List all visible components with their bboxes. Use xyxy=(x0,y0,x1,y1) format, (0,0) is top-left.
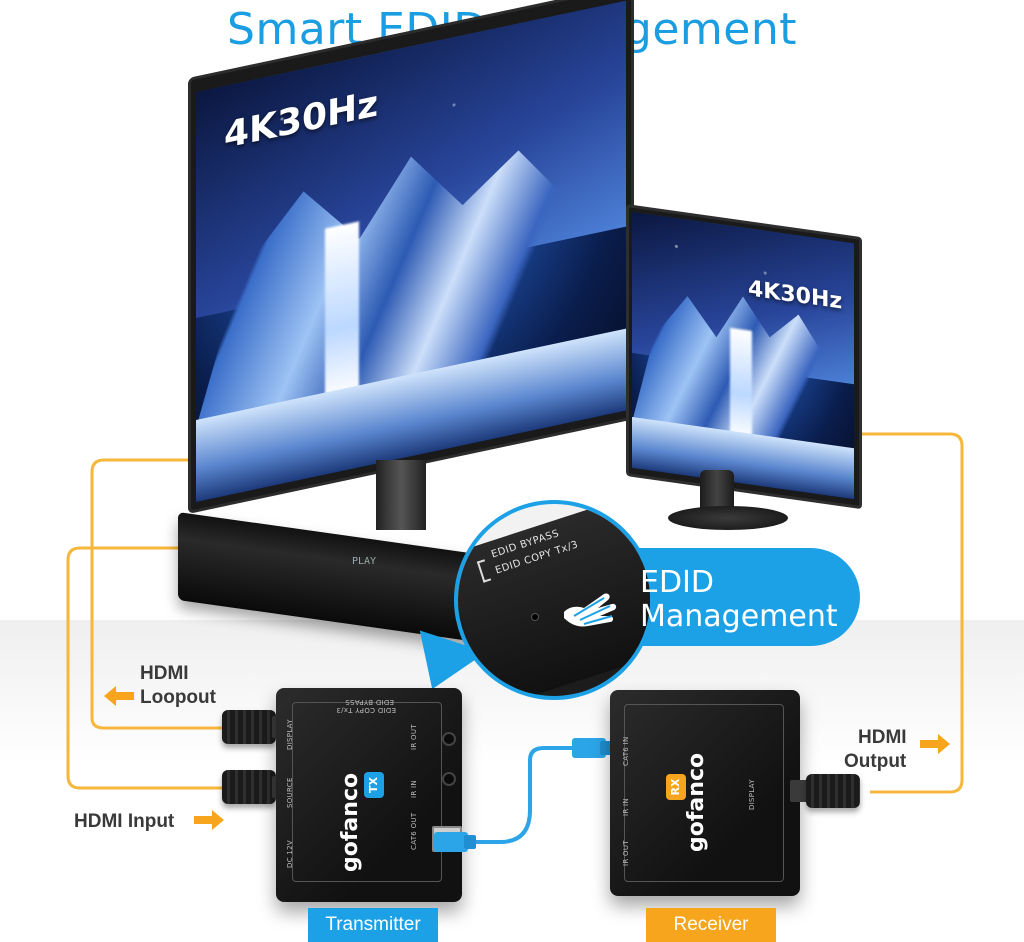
arrow-left-icon xyxy=(104,686,134,706)
finger-pointing-icon xyxy=(564,593,617,627)
hdmi-input-plug xyxy=(222,770,276,804)
callout-title: EDID Management xyxy=(640,566,838,634)
rx-port-ir-out: IR OUT xyxy=(622,840,630,866)
tx-port-source: SOURCE xyxy=(286,777,294,808)
tx-port-dc: DC 12V xyxy=(286,840,294,868)
callout-title-line2: Management xyxy=(640,599,838,634)
secondary-monitor-base xyxy=(668,506,788,530)
tx-ir-in-jack xyxy=(442,772,456,786)
tx-cat6-plug xyxy=(434,832,468,852)
rx-brand: gofanco xyxy=(684,752,709,852)
receiver-tag: Receiver xyxy=(646,908,776,942)
hdmi-input-label: HDMI Input xyxy=(74,811,175,832)
rx-port-display: DISPLAY xyxy=(748,779,756,810)
source-cable xyxy=(66,546,222,790)
tx-port-ir-out: IR OUT xyxy=(410,724,418,750)
transmitter-tag: Transmitter xyxy=(308,908,438,942)
hdmi-loopout-label: HDMI Loopout xyxy=(140,663,216,708)
cat6-cable xyxy=(466,746,580,844)
tx-switch-label-bypass: EDID BYPASS xyxy=(345,698,394,706)
media-player-display: PLAY xyxy=(352,556,377,567)
main-monitor-stand xyxy=(376,460,426,530)
rx-cat6-plug xyxy=(572,738,606,758)
rx-badge: RX xyxy=(666,774,686,800)
tx-port-display: DISPLAY xyxy=(286,719,294,750)
tx-port-cat6-out: CAT6 OUT xyxy=(410,812,418,850)
tx-brand: gofanco xyxy=(338,772,363,872)
output-cable xyxy=(858,432,964,794)
callout-title-line1: EDID xyxy=(640,565,715,600)
tx-port-ir-in: IR IN xyxy=(410,780,418,798)
arrow-right-icon xyxy=(920,734,950,754)
loopout-cable xyxy=(90,458,222,730)
hdmi-output-label: HDMI Output xyxy=(844,727,907,772)
callout-zoom xyxy=(458,504,650,696)
secondary-monitor-screen: 4K30Hz xyxy=(632,212,854,500)
waterfall xyxy=(729,328,752,439)
tx-badge: TX xyxy=(364,772,384,798)
edid-switch-hole xyxy=(532,614,538,620)
hdmi-loopout-plug xyxy=(222,710,276,744)
receiver-device: CAT6 IN IR IN IR OUT DISPLAY gofanco RX xyxy=(610,690,800,896)
arrow-right-icon xyxy=(194,810,224,830)
tx-ir-out-jack xyxy=(442,732,456,746)
hdmi-output-plug xyxy=(806,774,860,808)
waterfall xyxy=(325,221,360,401)
rx-port-cat6-in: CAT6 IN xyxy=(622,736,630,767)
rx-port-ir-in: IR IN xyxy=(622,798,630,816)
tx-switch-label-copy: EDID COPY Tx/3 xyxy=(336,706,396,714)
transmitter-device: EDID COPY Tx/3 EDID BYPASS DISPLAY SOURC… xyxy=(276,688,462,902)
